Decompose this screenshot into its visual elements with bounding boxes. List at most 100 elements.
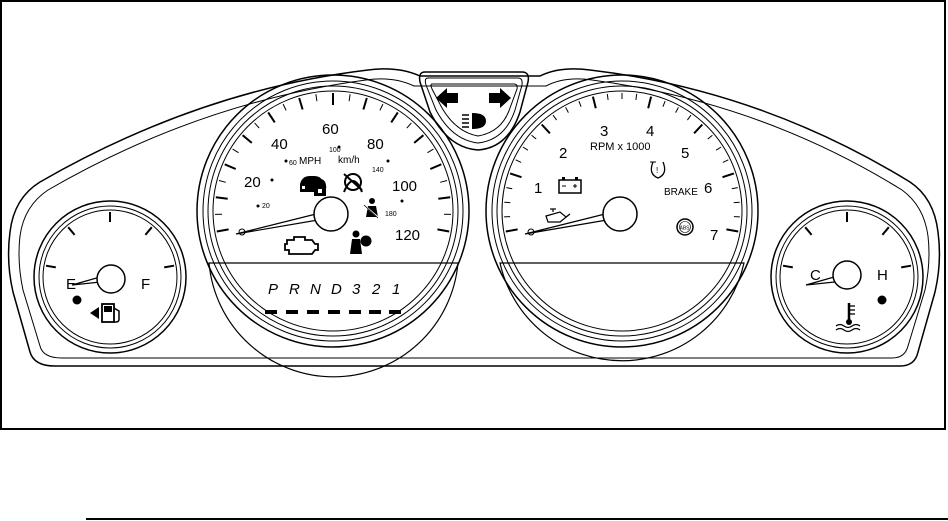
dial-tick [715, 146, 722, 151]
kmh-label-100: 100 [329, 147, 341, 154]
temperature-gauge-ticks [782, 212, 912, 269]
page-divider-rule [86, 518, 948, 520]
temperature-gauge: C H [770, 200, 924, 354]
rpm-unit-label: RPM x 1000 [590, 141, 651, 153]
speedometer: 20 40 60 80 100 120 20 60 100 140 180 MP… [196, 74, 470, 378]
dial-tick [218, 180, 226, 183]
temp-hub [832, 260, 862, 290]
gear-3: 3 [352, 281, 361, 298]
dial-tick [241, 134, 253, 144]
gear-2: 2 [371, 281, 381, 298]
fuel-warning-dot [72, 295, 82, 305]
mph-unit-label: MPH [299, 156, 321, 167]
kmh-label-20: 20 [262, 203, 270, 210]
tachometer-display [499, 262, 745, 362]
dial-tick [315, 94, 318, 102]
dial-tick [413, 134, 425, 144]
dial-tick [647, 96, 653, 109]
dial-tick [406, 122, 412, 129]
dial-tick [881, 226, 890, 236]
dial-tick [429, 163, 442, 170]
kmh-unit-label: km/h [338, 155, 360, 166]
temp-cold-label: C [810, 267, 821, 284]
dial-tick [427, 148, 434, 154]
dial-tick [731, 187, 738, 190]
dial-tick [565, 107, 569, 113]
fuel-pump-icon [90, 303, 120, 323]
tire-pressure-icon: ! [650, 161, 666, 179]
temp-warning-dot [877, 295, 887, 305]
rpm-label-1: 1 [534, 180, 542, 197]
dial-tick [662, 101, 666, 107]
transmission-display [208, 262, 459, 378]
dial-tick [522, 146, 529, 151]
mph-label-60: 60 [322, 121, 339, 138]
dial-tick [282, 103, 287, 111]
tachometer-ticks [504, 93, 740, 233]
gear-r: R [289, 281, 300, 298]
dial-tick [215, 196, 228, 200]
gear-1: 1 [392, 281, 400, 298]
cluster-bezel [7, 68, 941, 367]
dial-tick [901, 264, 912, 269]
dial-tick [362, 97, 368, 110]
oil-pressure-icon [545, 208, 571, 223]
speedometer-needle [235, 213, 319, 235]
dial-tick [379, 103, 384, 111]
dial-tick [505, 228, 518, 233]
rpm-label-5: 5 [681, 145, 689, 162]
dial-tick [686, 114, 692, 121]
dial-tick [540, 123, 551, 134]
fuel-gauge-ticks [45, 212, 175, 269]
check-engine-icon [284, 236, 319, 255]
brake-warning-label: BRAKE [664, 187, 698, 198]
right-turn-arrow-icon [489, 88, 511, 108]
dial-tick [804, 226, 813, 236]
dial-tick [693, 123, 704, 134]
rpm-label-6: 6 [704, 180, 712, 197]
dial-tick [515, 159, 522, 163]
dial-tick [509, 172, 522, 179]
fuel-empty-label: E [66, 276, 76, 293]
tachometer: 1 2 3 4 5 6 7 RPM x 1000 BRAKE ! [485, 74, 759, 362]
dial-tick [298, 97, 304, 110]
dial-tick [390, 111, 399, 123]
mph-label-40: 40 [271, 136, 288, 153]
temp-hot-label: H [877, 267, 888, 284]
dial-tick [675, 107, 679, 113]
dial-tick [531, 134, 537, 140]
dial-tick [578, 101, 582, 107]
dial-tick [635, 93, 638, 100]
dial-tick [267, 111, 276, 123]
speedometer-ticks [214, 93, 452, 233]
fuel-hub [96, 264, 126, 294]
kmh-label-60: 60 [289, 160, 297, 167]
svg-text:!: ! [656, 166, 658, 175]
tachometer-hub [602, 196, 638, 232]
dial-tick [144, 226, 153, 236]
dial-tick [606, 93, 609, 100]
dial-tick [224, 163, 237, 170]
dial-tick [45, 264, 56, 269]
gear-d: D [331, 281, 342, 298]
gear-n: N [310, 281, 321, 298]
mph-label-100: 100 [392, 178, 417, 195]
rpm-label-3: 3 [600, 123, 608, 140]
coolant-temperature-icon [835, 303, 861, 333]
gear-p: P [268, 281, 278, 298]
mph-label-20: 20 [244, 174, 261, 191]
security-lock-icon [300, 176, 327, 196]
kmh-label-180: 180 [385, 211, 397, 218]
fuel-full-label: F [141, 276, 150, 293]
dial-tick [438, 196, 451, 200]
diagram-frame [0, 0, 946, 430]
fuel-gauge: E F [33, 200, 187, 354]
dial-tick [722, 159, 729, 163]
dial-tick [782, 264, 793, 269]
abs-label: ABS [680, 226, 691, 232]
indicator-pod [418, 71, 530, 151]
dial-tick [216, 228, 229, 233]
dial-tick [552, 114, 558, 121]
left-turn-arrow-icon [436, 88, 458, 108]
